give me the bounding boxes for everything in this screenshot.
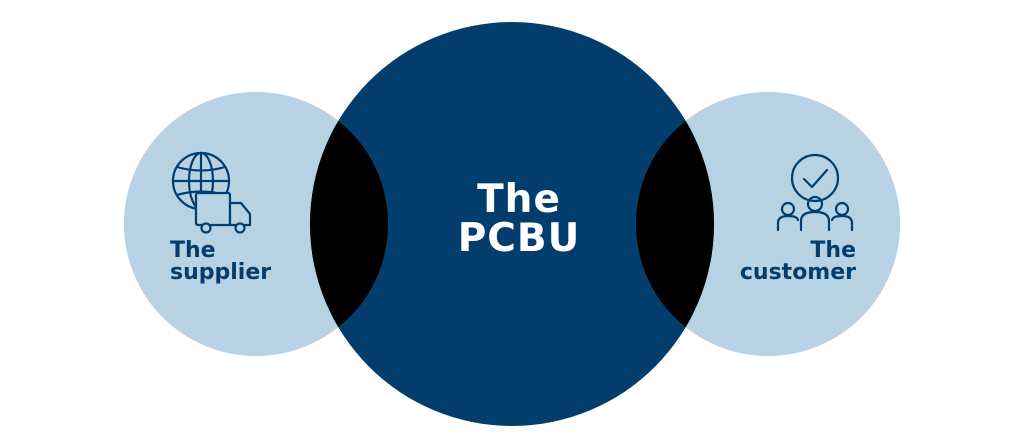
checkmark-badge-icon (790, 153, 840, 203)
pcbu-label-line1: The (477, 177, 561, 222)
pcbu-label-line2: PCBU (457, 216, 581, 261)
delivery-truck-icon (194, 191, 252, 234)
supplier-pcbu-overlap (310, 92, 388, 356)
pcbu-circle (310, 22, 714, 426)
pcbu-customer-overlap (636, 92, 714, 356)
customer-label: The customer (700, 240, 856, 284)
supplier-label-line2: supplier (170, 260, 272, 285)
supplier-label-line1: The (170, 238, 216, 263)
customer-label-line1: The (810, 238, 856, 263)
people-group-icon (776, 195, 854, 232)
pcbu-label: The PCBU (434, 180, 604, 258)
supplier-label: The supplier (170, 240, 271, 284)
customer-label-line2: customer (739, 260, 856, 285)
